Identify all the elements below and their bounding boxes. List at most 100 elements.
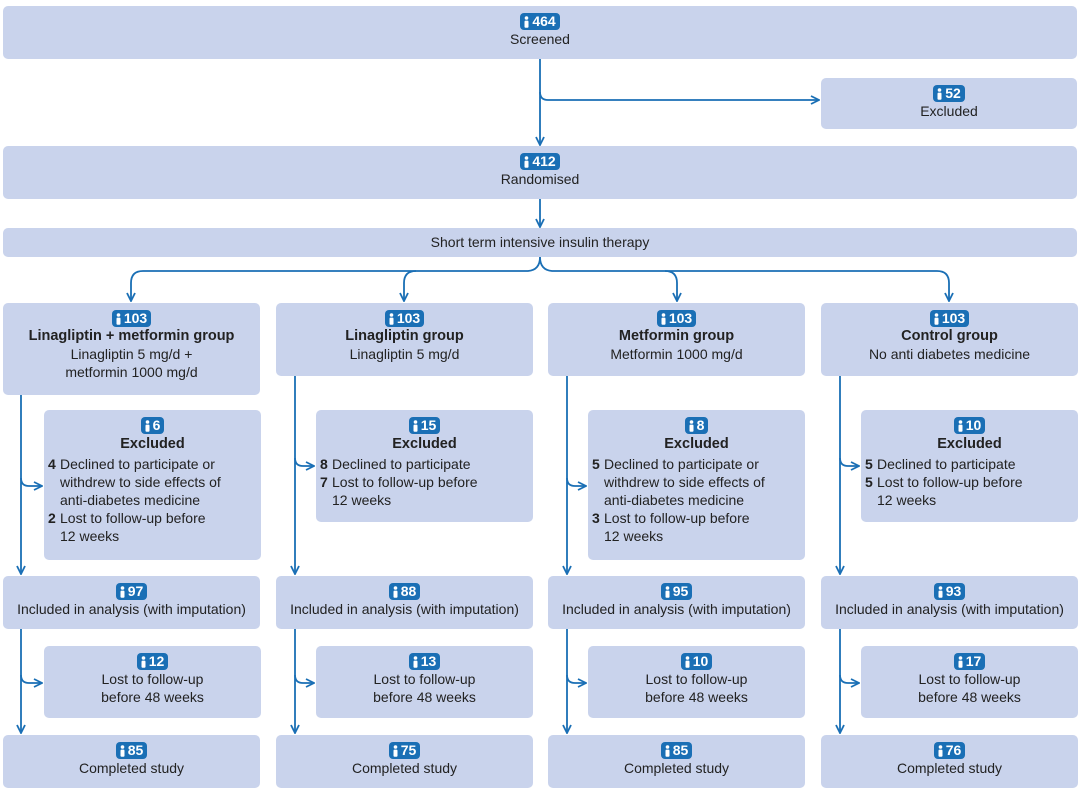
analysis-label: Included in analysis (with imputation)	[17, 601, 246, 617]
count-badge: 97	[115, 583, 148, 600]
count-value: 85	[127, 742, 144, 758]
count-badge: 88	[388, 583, 421, 600]
reason-count: 4	[48, 456, 56, 472]
therapy-box: Short term intensive insulin therapy	[3, 228, 1077, 257]
completed-label: Completed study	[78, 760, 185, 776]
count-badge: 6	[140, 417, 165, 434]
count-badge: 103	[656, 310, 697, 327]
completed-label: Completed study	[351, 760, 458, 776]
lost-line-1: Lost to follow-up	[101, 671, 204, 687]
person-icon	[957, 417, 966, 433]
person-icon	[119, 583, 128, 599]
person-icon	[523, 153, 532, 169]
lost-line-1: Lost to follow-up	[373, 671, 476, 687]
excluded-label: Excluded	[920, 103, 978, 119]
count-value: 10	[692, 653, 709, 669]
reason-text: 12 weeks	[60, 528, 120, 544]
excluded-title: Excluded	[937, 436, 1002, 452]
completed-label: Completed study	[896, 760, 1003, 776]
count-value: 85	[672, 742, 689, 758]
reason-text: anti-diabetes medicine	[604, 492, 745, 508]
count-value: 97	[127, 583, 144, 599]
count-value: 13	[420, 653, 437, 669]
count-value: 52	[945, 85, 961, 101]
excluded-side-arrow	[20, 477, 42, 486]
count-value: 75	[400, 742, 417, 758]
person-icon	[388, 310, 397, 326]
count-value: 93	[945, 583, 962, 599]
group-desc: Linagliptin 5 mg/d +	[70, 346, 193, 362]
count-value: 8	[696, 417, 705, 433]
person-icon	[937, 583, 946, 599]
count-badge: 13	[408, 653, 441, 670]
reason-count: 3	[592, 510, 600, 526]
count-badge: 85	[660, 742, 693, 759]
reason-count: 5	[865, 456, 873, 472]
count-badge: 103	[929, 310, 970, 327]
person-icon	[933, 310, 942, 326]
excluded-branch-arrow	[539, 91, 819, 100]
reason-text: withdrew to side effects of	[60, 474, 221, 490]
lost-side-arrow	[839, 674, 859, 683]
reason-text: Lost to follow-up before	[332, 474, 478, 490]
person-icon	[412, 653, 421, 669]
group-name: Control group	[901, 328, 998, 344]
reason-count: 7	[320, 474, 328, 490]
reason-text: 12 weeks	[877, 492, 937, 508]
count-badge: 10	[680, 653, 713, 670]
count-badge: 412	[520, 153, 560, 170]
reason-text: Lost to follow-up before	[877, 474, 1023, 490]
excluded-title: Excluded	[664, 436, 729, 452]
lost-line-2: before 48 weeks	[918, 689, 1021, 705]
person-icon	[523, 13, 532, 29]
count-badge: 464	[520, 13, 560, 30]
count-value: 103	[396, 310, 421, 326]
reason-text: Declined to participate or	[60, 456, 215, 472]
count-value: 103	[668, 310, 693, 326]
analysis-label: Included in analysis (with imputation)	[290, 601, 519, 617]
person-icon	[957, 653, 966, 669]
person-icon	[937, 742, 946, 758]
reason-count: 5	[592, 456, 600, 472]
person-icon	[664, 742, 673, 758]
count-badge: 15	[408, 417, 441, 434]
reason-text: Declined to participate	[877, 456, 1016, 472]
person-icon	[119, 742, 128, 758]
person-icon	[936, 85, 945, 101]
count-badge: 10	[953, 417, 986, 434]
reason-count: 2	[48, 510, 56, 526]
person-icon	[684, 653, 693, 669]
person-icon	[664, 583, 673, 599]
excluded-title: Excluded	[120, 436, 185, 452]
count-badge: 76	[933, 742, 966, 759]
analysis-label: Included in analysis (with imputation)	[562, 601, 791, 617]
reason-count: 8	[320, 456, 328, 472]
group-desc: No anti diabetes medicine	[868, 346, 1031, 362]
screened-label: Screened	[510, 31, 570, 47]
count-value: 76	[945, 742, 962, 758]
count-value: 17	[965, 653, 982, 669]
group-desc: Metformin 1000 mg/d	[610, 346, 743, 362]
completed-label: Completed study	[623, 760, 730, 776]
therapy-label: Short term intensive insulin therapy	[430, 234, 650, 250]
group-desc: Linagliptin 5 mg/d	[349, 346, 460, 362]
